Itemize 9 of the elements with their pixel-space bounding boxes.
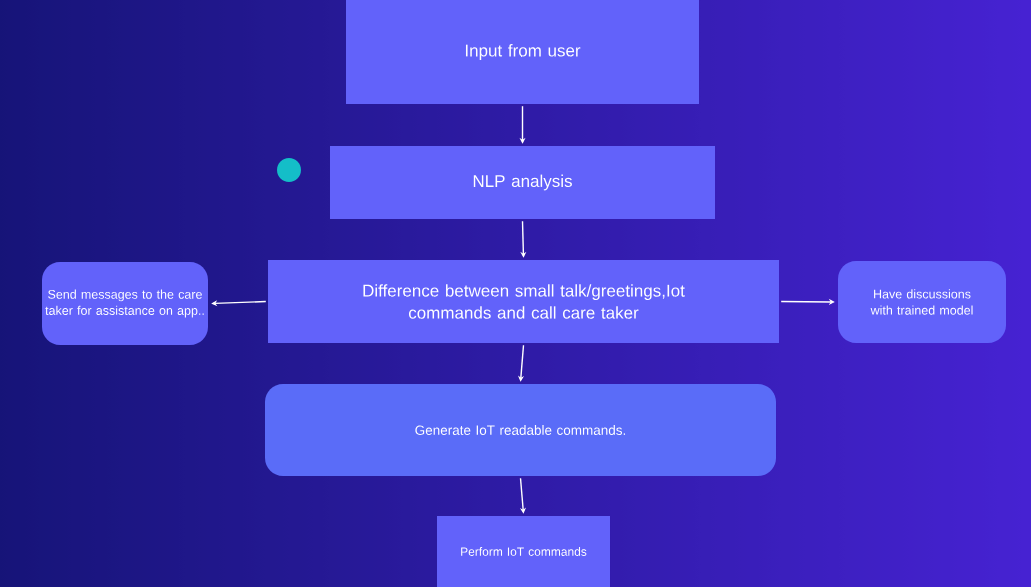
rounded-box: Send messages to the care taker for assistance on app.. [42, 262, 208, 345]
process-box: NLP analysis [330, 146, 715, 219]
rounded-box: Generate IoT readable commands. [265, 384, 776, 476]
rounded-box: Have discussions with trained model [838, 261, 1006, 343]
process-box: Input from user [346, 0, 699, 104]
arrow [519, 477, 527, 514]
process-box: Difference between small talk/greetings,Iot commands and call care taker [268, 260, 779, 343]
arrow [211, 300, 267, 307]
process-box: Perform IoT commands [437, 516, 610, 587]
